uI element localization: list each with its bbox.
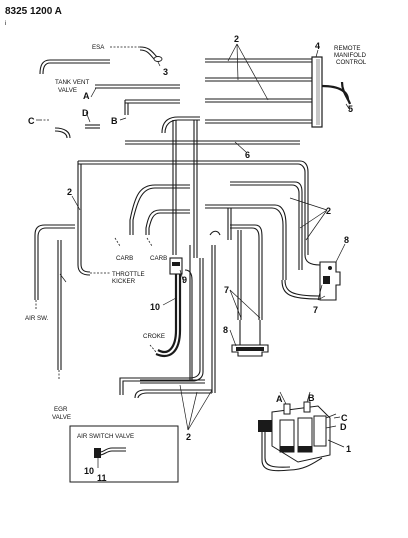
vacuum-solenoid-assembly [258, 391, 337, 472]
label-carb-left: CARB [116, 255, 133, 262]
callout-2-left: 2 [67, 187, 72, 197]
diagram-code: 8325 1200 A [5, 6, 62, 17]
hose-6 [125, 140, 300, 145]
callout-3: 3 [163, 67, 168, 77]
esa-tank-vent-hoses [39, 46, 180, 139]
callout-6: 6 [245, 150, 250, 160]
letter-c-left: C [28, 116, 35, 126]
letter-d-left: D [82, 108, 89, 118]
callout-2-bottom: 2 [186, 432, 191, 442]
hose-set-bottom [119, 245, 216, 399]
label-remote-3: CONTROL [336, 59, 367, 66]
callout-8-bottom: 8 [223, 325, 228, 335]
callout-4: 4 [315, 41, 320, 51]
callout-10: 10 [150, 302, 160, 312]
left-long-hoses [34, 224, 75, 380]
label-tank-vent-2: VALVE [58, 87, 77, 94]
bracket-8-bottom [231, 320, 269, 357]
label-carb-right: CARB [150, 255, 167, 262]
callout-2-top: 2 [234, 34, 239, 44]
callout-7-right: 7 [313, 305, 318, 315]
callout-10-inset: 10 [84, 466, 94, 476]
letter-a-left: A [83, 91, 90, 101]
label-egr-2: VALVE [52, 414, 71, 421]
callout-8-right: 8 [344, 235, 349, 245]
letter-b-right: B [308, 393, 315, 403]
label-air-switch-valve: AIR SWITCH VALVE [77, 433, 134, 440]
letter-d-right: D [340, 422, 347, 432]
letter-b-left: B [111, 116, 118, 126]
letter-c-right: C [341, 413, 348, 423]
label-choke: CROKE [143, 333, 165, 340]
label-esa: ESA [92, 44, 105, 51]
throttle-kicker-assembly [149, 257, 183, 357]
remote-manifold-control [311, 56, 352, 128]
label-egr-1: EGR [54, 406, 68, 413]
callout-9: 9 [182, 275, 187, 285]
header-mark: i [5, 20, 6, 27]
label-remote-1: REMOTE [334, 45, 360, 52]
label-tank-vent-1: TANK VENT [55, 79, 89, 86]
label-air-sw: AIR SW. [25, 315, 49, 322]
letter-a-right: A [276, 394, 283, 404]
callout-1: 1 [346, 444, 351, 454]
label-throttle-kicker-1: THROTTLE [112, 271, 145, 278]
callout-5: 5 [348, 104, 353, 114]
callout-2-right: 2 [326, 206, 331, 216]
label-remote-2: MANIFOLD [334, 52, 367, 59]
bracket-8-right [319, 261, 341, 301]
hose-set-top [205, 58, 312, 124]
air-switch-valve-inset [69, 425, 179, 483]
callout-11: 11 [97, 473, 107, 483]
hose-set-middle [77, 160, 321, 320]
leader-lines [36, 43, 351, 448]
callout-7-mid: 7 [224, 285, 229, 295]
label-throttle-kicker-2: KICKER [112, 278, 136, 285]
